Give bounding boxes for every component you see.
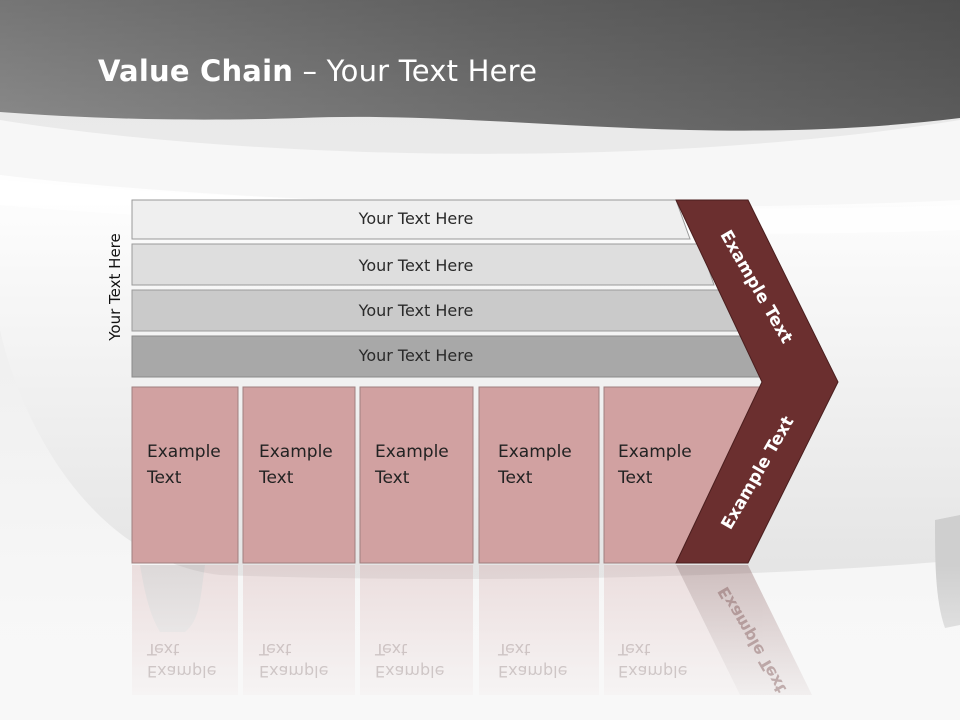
activity-2-label: Example Text xyxy=(259,442,333,488)
activity-box-3 xyxy=(359,386,474,564)
slide-title: Value Chain – Your Text Here xyxy=(98,54,537,88)
activity-3-reflection: Example Text xyxy=(375,640,445,681)
support-row-1-shape xyxy=(131,199,691,240)
activity-3-label: Example Text xyxy=(375,442,449,488)
activity-4-reflection: Example Text xyxy=(498,640,568,681)
activity-1-reflection: Example Text xyxy=(147,640,217,681)
support-row-3-label: Your Text Here xyxy=(358,301,474,320)
support-row-1-label: Your Text Here xyxy=(358,209,474,228)
support-row-2-label: Your Text Here xyxy=(358,256,474,275)
support-row-2-shape xyxy=(131,243,715,286)
support-activities-label: Your Text Here xyxy=(106,233,124,341)
support-row-4-label: Your Text Here xyxy=(358,346,474,365)
title-bold: Value Chain xyxy=(98,54,294,88)
activity-box-1 xyxy=(131,386,239,564)
activity-5-reflection: Example Text xyxy=(618,640,688,681)
margin-chevron xyxy=(675,199,839,564)
activity-5-label: Example Text xyxy=(618,442,692,488)
activity-2-reflection: Example Text xyxy=(259,640,329,681)
activity-1-label: Example Text xyxy=(147,442,221,488)
title-rest: – Your Text Here xyxy=(293,54,538,88)
activity-box-2 xyxy=(242,386,356,564)
activity-4-label: Example Text xyxy=(498,442,572,488)
activity-box-4 xyxy=(478,386,600,564)
